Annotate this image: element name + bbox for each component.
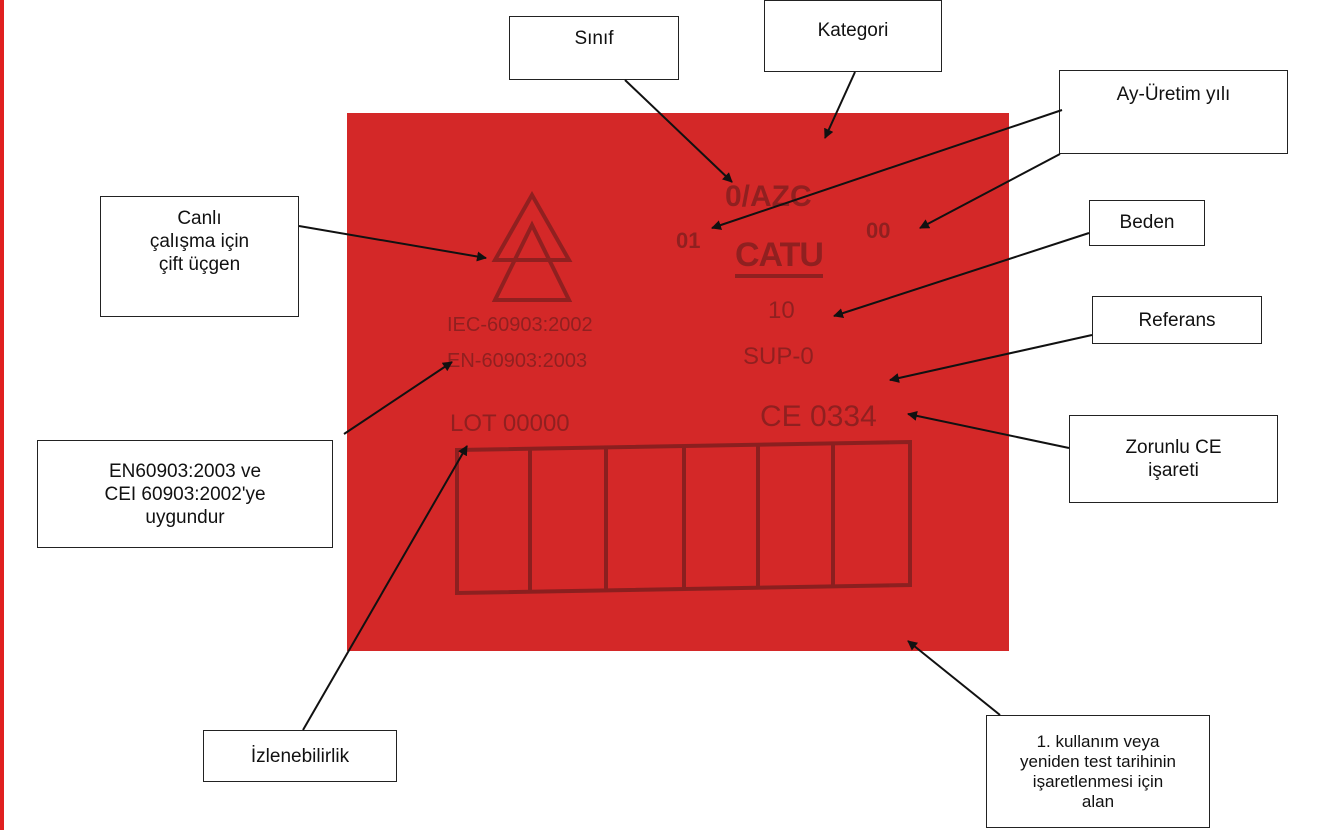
callout-sinif-text: Sınıf xyxy=(574,28,614,49)
callout-en-uyumluluk-text: EN60903:2003 ve CEI 60903:2002'ye uygund… xyxy=(104,460,266,528)
size-mark: 10 xyxy=(768,297,795,324)
callout-beden: Beden xyxy=(1089,200,1205,246)
callout-referans-text: Referans xyxy=(1138,310,1216,331)
arrow-canli-calisma xyxy=(298,225,487,262)
ce-mark: CE 0334 xyxy=(760,400,877,433)
callout-referans: Referans xyxy=(1092,296,1262,344)
month-mark: 01 xyxy=(676,228,701,253)
callout-kategori: Kategori xyxy=(764,0,942,72)
arrow-beden xyxy=(833,232,1090,318)
callout-sinif: Sınıf xyxy=(509,16,679,80)
arrow-sinif xyxy=(624,79,733,183)
double-triangle-icon xyxy=(491,190,573,302)
callout-ay-uretim-yili: Ay-Üretim yılı xyxy=(1059,70,1288,154)
iec-standard-mark: IEC-60903:2002 xyxy=(447,314,593,336)
arrow-zorunlu-ce xyxy=(907,410,1070,449)
arrow-uretim-yili xyxy=(919,153,1061,229)
callout-test-tarihi-alani: 1. kullanım veya yeniden test tarihinin … xyxy=(986,715,1210,828)
catu-logo: CATU xyxy=(735,236,824,278)
callout-canli-calisma: Canlı çalışma için çift üçgen xyxy=(100,196,299,317)
year-mark: 00 xyxy=(866,218,891,243)
callout-zorunlu-ce: Zorunlu CE işareti xyxy=(1069,415,1278,503)
callout-ay-uretim-yili-text: Ay-Üretim yılı xyxy=(1116,84,1231,105)
lot-mark: LOT 00000 xyxy=(450,410,570,437)
marking-grid xyxy=(455,439,912,596)
class-category-mark: 0/AZC xyxy=(725,180,812,213)
callout-canli-calisma-text: Canlı çalışma için çift üçgen xyxy=(149,208,250,275)
arrow-referans xyxy=(889,334,1093,383)
en-standard-mark: EN-60903:2003 xyxy=(447,350,588,372)
arrow-kategori xyxy=(824,71,856,139)
callout-izlenebilirlik: İzlenebilirlik xyxy=(203,730,397,782)
callout-izlenebilirlik-text: İzlenebilirlik xyxy=(250,745,350,767)
callout-kategori-text: Kategori xyxy=(817,20,889,41)
arrow-test-tarihi xyxy=(907,640,1001,716)
callout-test-tarihi-alani-text: 1. kullanım veya yeniden test tarihinin … xyxy=(1020,731,1176,811)
arrow-ay xyxy=(711,109,1063,230)
left-edge-rule xyxy=(0,0,4,830)
callout-zorunlu-ce-text: Zorunlu CE işareti xyxy=(1125,437,1222,481)
callout-en-uyumluluk: EN60903:2003 ve CEI 60903:2002'ye uygund… xyxy=(37,440,333,548)
arrow-en-uyumluluk xyxy=(343,361,453,435)
arrow-izlenebilirlik xyxy=(302,445,468,731)
callout-beden-text: Beden xyxy=(1119,212,1175,233)
reference-mark: SUP-0 xyxy=(743,343,814,370)
